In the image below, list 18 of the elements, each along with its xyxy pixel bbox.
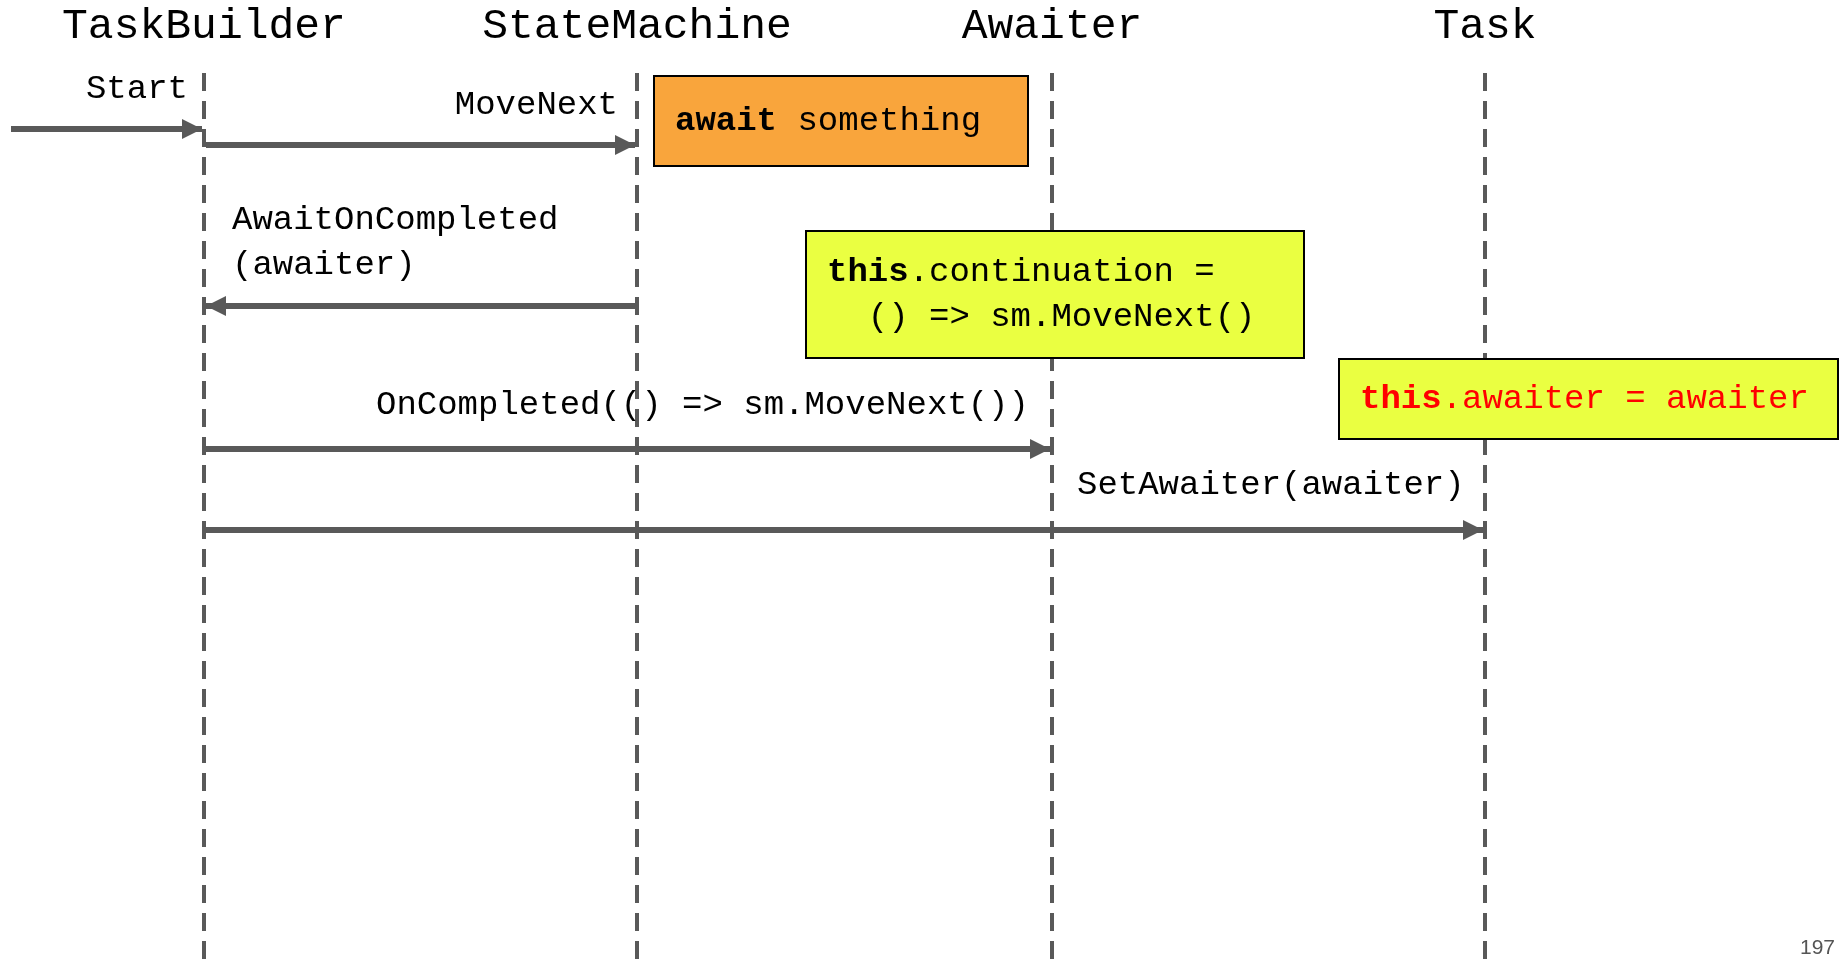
lifeline-title: Awaiter <box>960 1 1144 53</box>
page-number: 197 <box>1799 935 1835 959</box>
lifeline-title: StateMachine <box>481 1 793 53</box>
code-note: this.awaiter = awaiter <box>1338 358 1839 440</box>
message-label: OnCompleted(() => sm.MoveNext()) <box>376 385 1029 426</box>
code-note: this.continuation = () => sm.MoveNext() <box>805 230 1305 359</box>
message-label: MoveNext <box>454 85 618 126</box>
message-label: AwaitOnCompleted (awaiter) <box>232 200 560 286</box>
message-arrow <box>206 439 1050 459</box>
message-label: Start <box>85 69 188 110</box>
message-arrow <box>206 135 635 155</box>
message-arrow <box>206 296 635 316</box>
lifeline-title: Task <box>1432 1 1538 53</box>
code-note: await something <box>653 75 1029 167</box>
message-arrow <box>11 119 202 139</box>
lifeline-title: TaskBuilder <box>61 1 347 53</box>
message-arrow <box>206 520 1483 540</box>
message-label: SetAwaiter(awaiter) <box>1077 465 1465 506</box>
